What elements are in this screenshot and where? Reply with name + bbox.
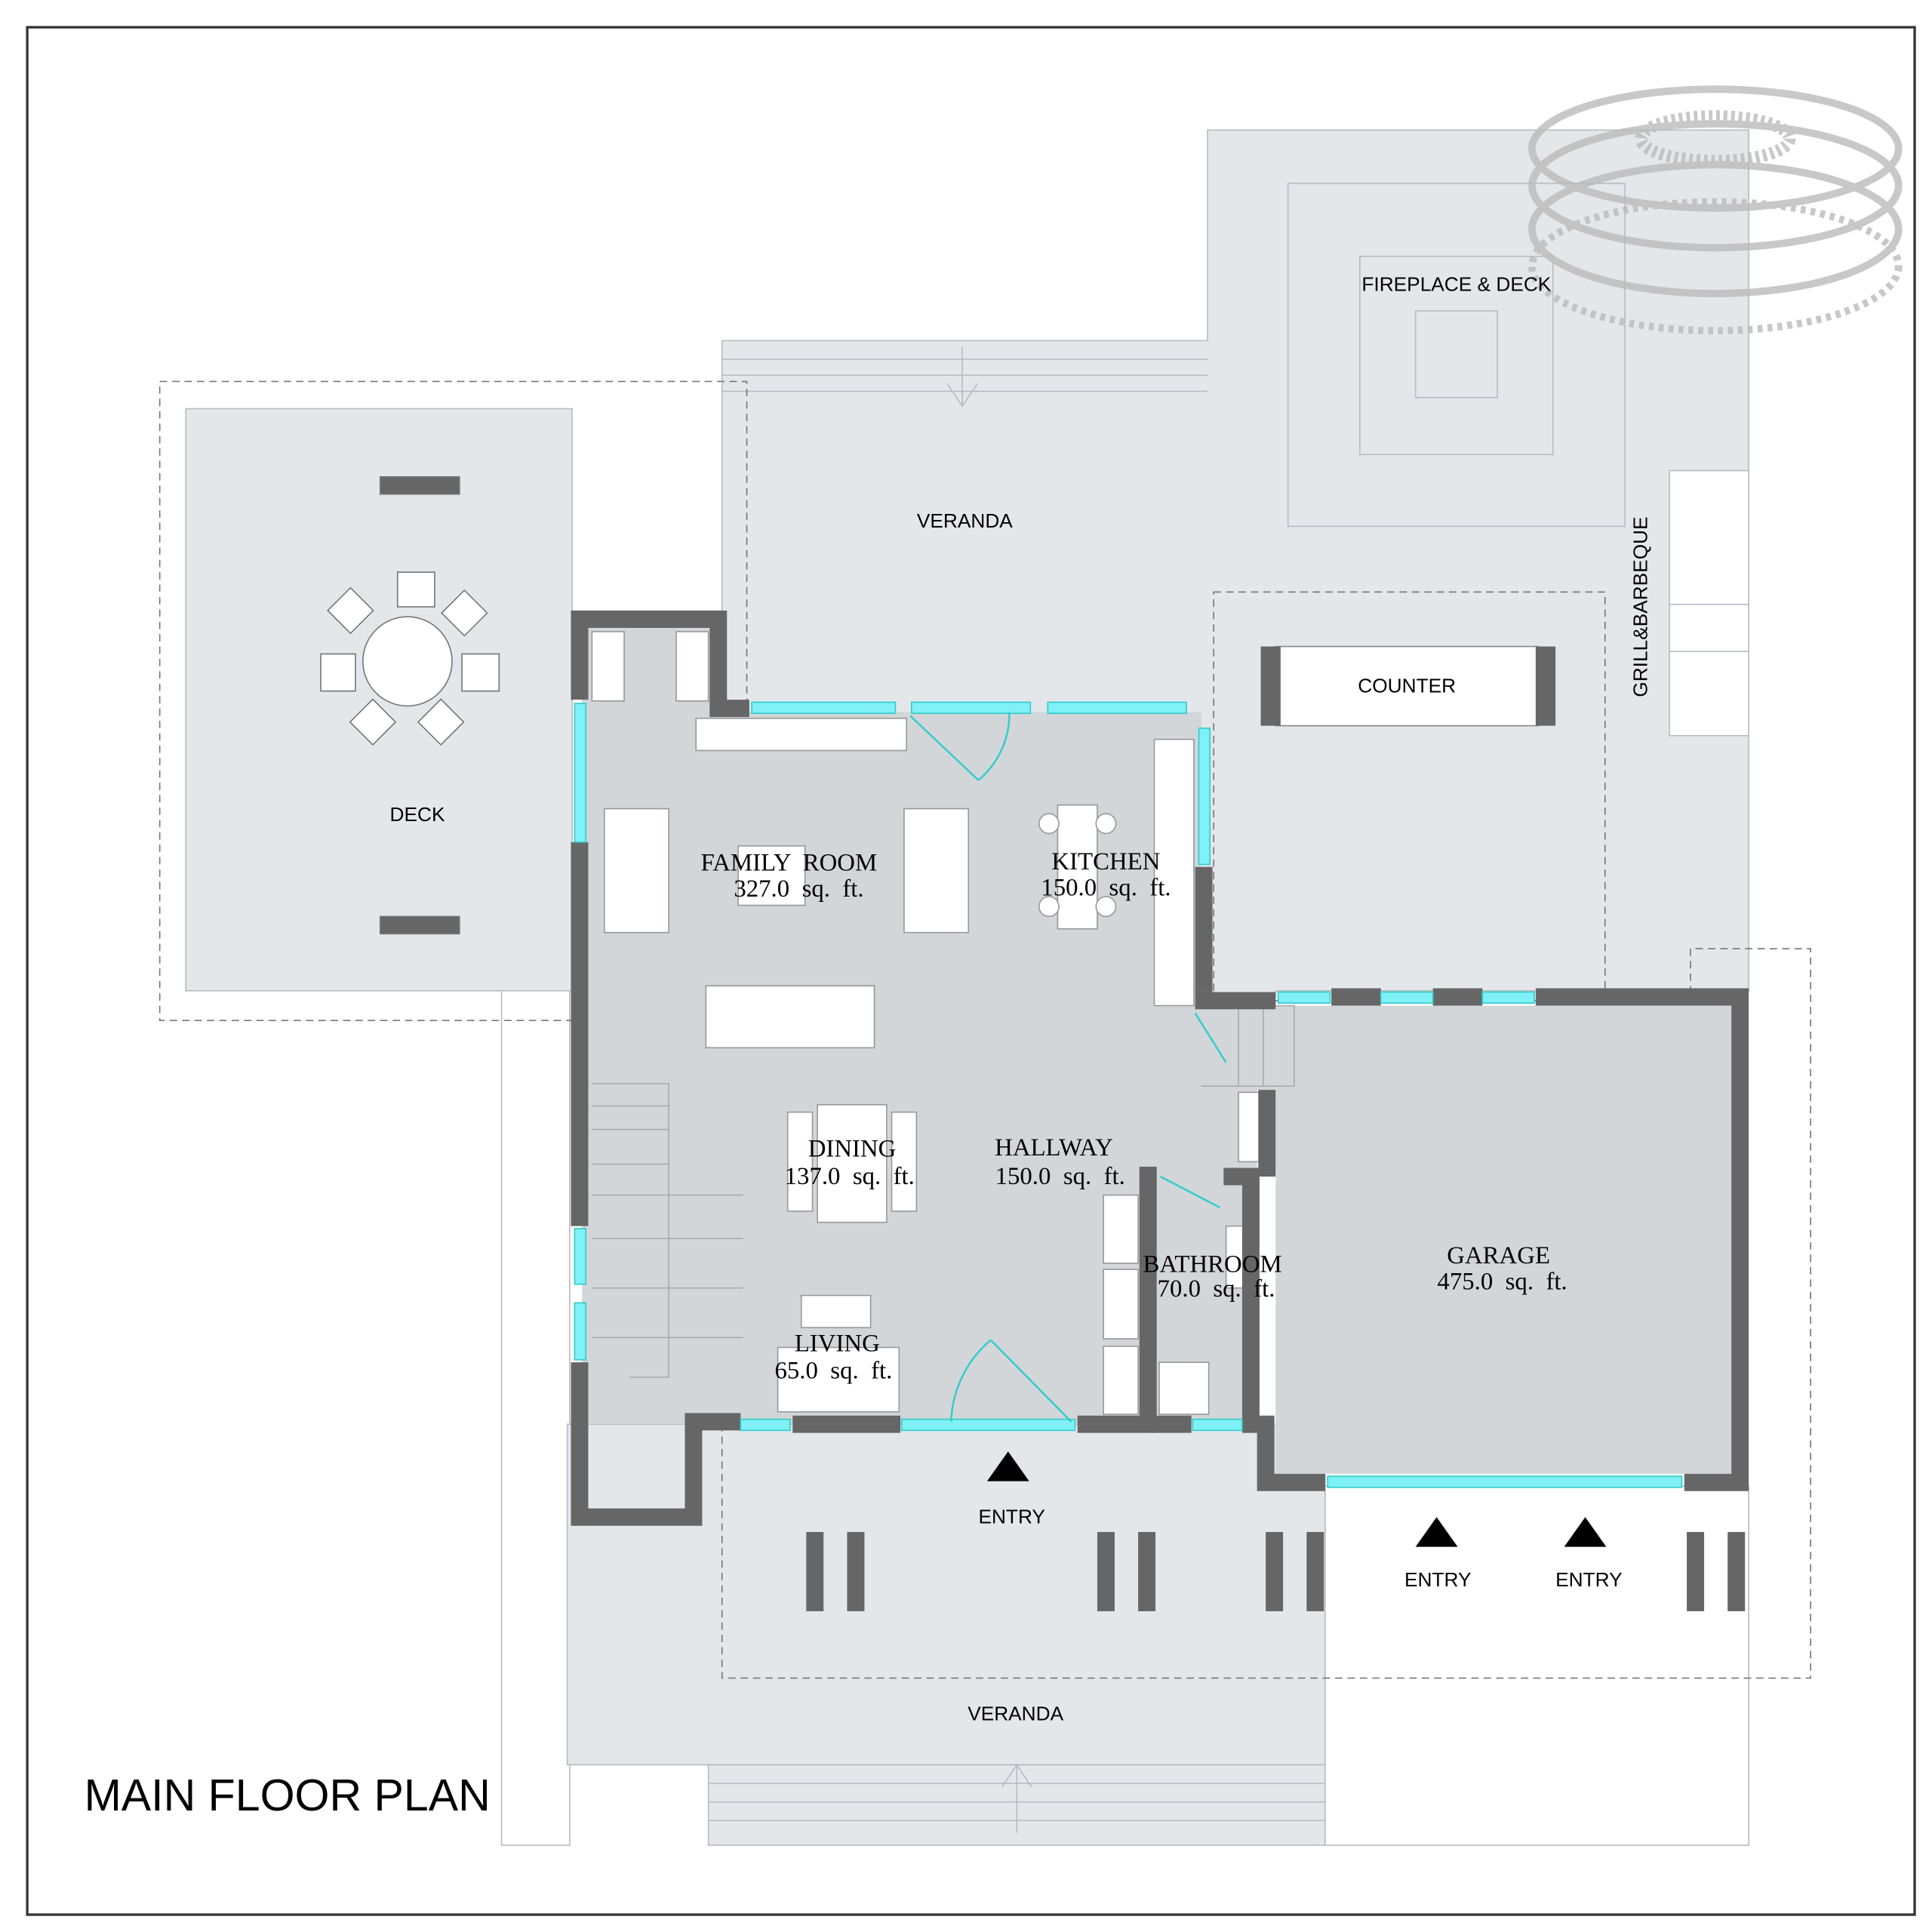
- living-name: LIVING: [795, 1330, 880, 1357]
- bench: [379, 475, 460, 495]
- colosseum-watermark-logo: [1528, 85, 1903, 335]
- entry-label: ENTRY: [978, 1505, 1045, 1527]
- entry-arrow-icon: [986, 1451, 1029, 1481]
- garage-entry-label: ENTRY: [1555, 1568, 1623, 1591]
- interior-furniture: [591, 631, 1272, 1415]
- deck-furniture: [320, 475, 500, 935]
- garage-name: GARAGE: [1447, 1242, 1550, 1269]
- hallway-name: HALLWAY: [995, 1134, 1113, 1161]
- family-room-area: 327.0 sq. ft.: [734, 875, 863, 903]
- dining-name: DINING: [808, 1136, 897, 1163]
- stairs: [592, 1004, 1295, 1378]
- piers: [806, 1531, 1746, 1611]
- garage-area: 475.0 sq. ft.: [1437, 1268, 1567, 1295]
- veranda-bottom-area: [566, 1423, 1326, 1766]
- garage-floor: [1275, 1005, 1732, 1474]
- grill-counter: [1669, 469, 1749, 737]
- entry-arrow-icon: [1564, 1517, 1607, 1547]
- veranda-top-label: VERANDA: [917, 509, 1013, 532]
- counter: [1260, 645, 1556, 727]
- left-walkway: [500, 990, 571, 1846]
- walls: [571, 611, 1749, 1526]
- kitchen-area: 150.0 sq. ft.: [1041, 874, 1171, 901]
- steps-bottom: [708, 1763, 1325, 1833]
- windows: [574, 701, 1683, 1488]
- round-table: [362, 616, 453, 707]
- bathroom-area: 70.0 sq. ft.: [1158, 1275, 1275, 1303]
- deck-area: [185, 408, 573, 992]
- garage-entry-label: ENTRY: [1404, 1568, 1472, 1591]
- dining-area: 137.0 sq. ft.: [785, 1163, 915, 1190]
- kitchen-name: KITCHEN: [1051, 848, 1160, 875]
- hallway-area: 150.0 sq. ft.: [995, 1163, 1125, 1190]
- bathroom-name: BATHROOM: [1143, 1251, 1281, 1278]
- veranda-bottom-label: VERANDA: [968, 1702, 1063, 1724]
- steps-top: [721, 346, 1208, 408]
- family-room-name: FAMILY ROOM: [700, 850, 877, 877]
- grill-label: GRILL&BARBEQUE: [1629, 516, 1652, 697]
- page-title: MAIN FLOOR PLAN: [85, 1770, 491, 1820]
- counter-label: COUNTER: [1358, 674, 1456, 697]
- fireplace-inner: [1414, 310, 1498, 398]
- deck-label: DECK: [390, 803, 445, 826]
- doors: [909, 712, 1227, 1423]
- living-area: 65.0 sq. ft.: [774, 1357, 892, 1384]
- entry-arrow-icons: [986, 1451, 1607, 1547]
- entry-arrow-icon: [1415, 1517, 1458, 1547]
- driveway: [1324, 1485, 1749, 1846]
- bench: [379, 915, 460, 935]
- fireplace-label: FIREPLACE & DECK: [1361, 273, 1551, 296]
